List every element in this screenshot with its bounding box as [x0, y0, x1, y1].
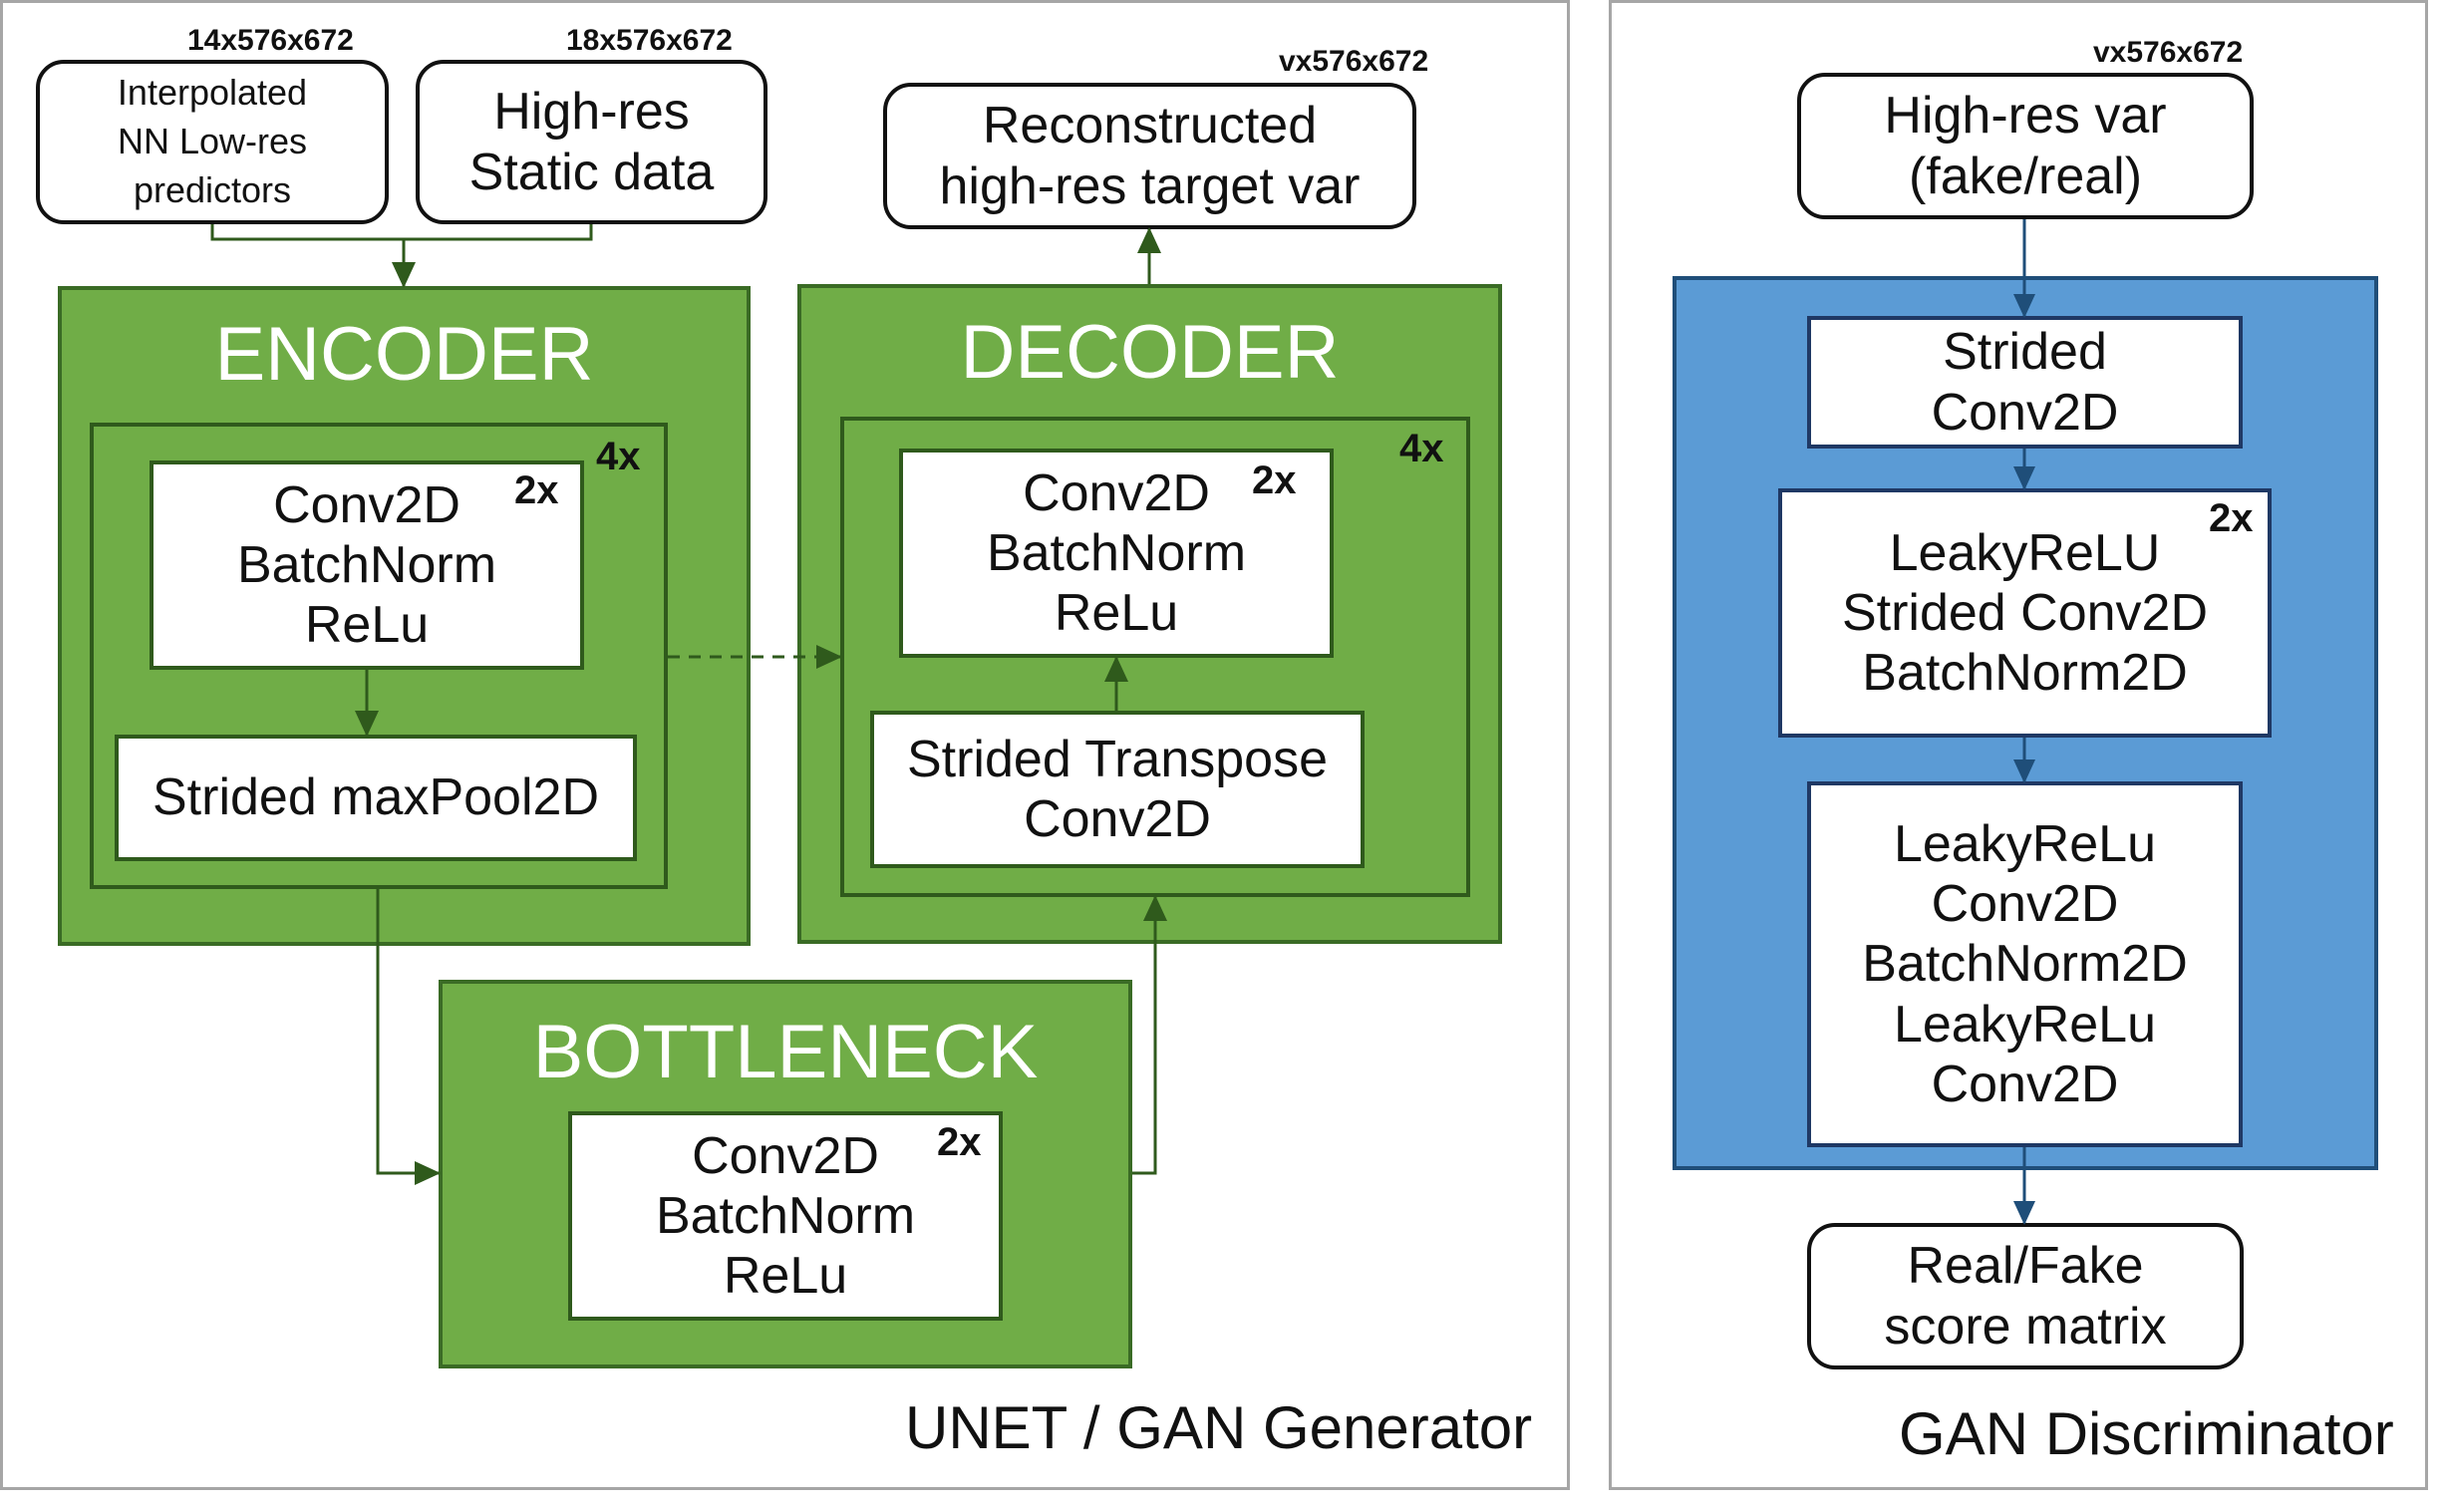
decoder-title: DECODER: [960, 310, 1340, 395]
decoder-upsample-line-1: Strided Transpose: [906, 730, 1329, 788]
discriminator-strided-line-1: Strided: [1943, 323, 2107, 382]
low-res-input-line-2: NN Low-res: [117, 121, 308, 162]
generator-output-line-1: Reconstructed: [982, 97, 1318, 155]
decoder-conv-line-3: ReLu: [1054, 584, 1179, 643]
discriminator-leaky-line-2: Strided Conv2D: [1841, 583, 2209, 642]
discriminator-final-line-2: Conv2D: [1931, 875, 2119, 934]
encoder-title: ENCODER: [214, 312, 594, 397]
encoder-conv-line-2: BatchNorm: [236, 535, 497, 594]
discriminator-input-box: High-res var (fake/real): [1797, 73, 2254, 219]
static-input-dims: 18x576x672: [566, 24, 733, 57]
generator-output-dims: vx576x672: [1279, 45, 1429, 78]
discriminator-final-line-4: LeakyReLu: [1893, 995, 2157, 1054]
low-res-input-dims: 14x576x672: [187, 24, 354, 57]
encoder-conv-repeat-count: 2x: [514, 468, 559, 512]
discriminator-input-dims: vx576x672: [2093, 36, 2244, 69]
encoder-conv-line-3: ReLu: [304, 596, 430, 655]
bottleneck-conv-block: Conv2D BatchNorm ReLu: [568, 1111, 1003, 1321]
encoder-repeat-count: 4x: [596, 435, 641, 478]
low-res-input-line-1: Interpolated: [117, 72, 308, 114]
discriminator-leaky-repeat-count: 2x: [2209, 496, 2254, 540]
generator-caption: UNET / GAN Generator: [905, 1394, 1533, 1461]
decoder-upsample-line-2: Conv2D: [1024, 790, 1211, 848]
encoder-repeat-frame: [90, 423, 668, 889]
decoder-conv-line-1: Conv2D: [1023, 463, 1210, 522]
discriminator-input-line-2: (fake/real): [1908, 147, 2143, 205]
bottleneck-conv-repeat-count: 2x: [937, 1120, 982, 1164]
bottleneck-to-decoder-arrow: [1132, 895, 1167, 1175]
bottleneck-conv-line-1: Conv2D: [692, 1126, 879, 1185]
encoder-conv-block: Conv2D BatchNorm ReLu: [150, 460, 584, 670]
discriminator-strided-block: Strided Conv2D: [1807, 316, 2243, 449]
discriminator-strided-line-2: Conv2D: [1931, 383, 2119, 442]
discriminator-output-line-2: score matrix: [1884, 1297, 2167, 1356]
discriminator-output-box: Real/Fake score matrix: [1807, 1223, 2244, 1369]
decoder-conv-repeat-count: 2x: [1252, 458, 1297, 502]
decoder-conv-block: Conv2D BatchNorm ReLu: [899, 449, 1334, 658]
decoder-conv-line-2: BatchNorm: [986, 523, 1247, 582]
discriminator-final-block: LeakyReLu Conv2D BatchNorm2D LeakyReLu C…: [1807, 781, 2243, 1147]
low-res-input-box: Interpolated NN Low-res predictors: [36, 60, 389, 224]
low-res-to-encoder-line: [210, 224, 404, 241]
discriminator-input-line-1: High-res var: [1884, 87, 2167, 146]
discriminator-final-line-1: LeakyReLu: [1893, 814, 2157, 873]
decoder-upsample-block: Strided Transpose Conv2D: [870, 711, 1365, 868]
static-input-line-2: Static data: [468, 143, 715, 201]
encoder-pool-line-1: Strided maxPool2D: [153, 768, 599, 827]
discriminator-leaky-block: LeakyReLU Strided Conv2D BatchNorm2D: [1778, 488, 2272, 738]
generator-output-box: Reconstructed high-res target var: [883, 83, 1416, 229]
discriminator-leaky-line-1: LeakyReLU: [1889, 523, 2161, 582]
static-input-line-1: High-res: [493, 83, 690, 142]
decoder-repeat-count: 4x: [1399, 427, 1444, 470]
encoder-to-bottleneck-arrow: [376, 889, 441, 1185]
static-input-box: High-res Static data: [416, 60, 767, 224]
discriminator-final-line-5: Conv2D: [1931, 1055, 2119, 1113]
discriminator-leaky-line-3: BatchNorm2D: [1862, 644, 2188, 703]
bottleneck-conv-line-2: BatchNorm: [655, 1186, 916, 1245]
discriminator-final-line-3: BatchNorm2D: [1862, 935, 2188, 994]
discriminator-caption: GAN Discriminator: [1899, 1400, 2394, 1467]
generator-output-line-2: high-res target var: [939, 156, 1361, 215]
encoder-pool-block: Strided maxPool2D: [115, 735, 637, 861]
bottleneck-title: BOTTLENECK: [532, 1010, 1039, 1094]
encoder-conv-line-1: Conv2D: [273, 475, 460, 534]
low-res-input-line-3: predictors: [133, 168, 292, 210]
discriminator-output-line-1: Real/Fake: [1907, 1237, 2144, 1296]
bottleneck-conv-line-3: ReLu: [723, 1247, 848, 1306]
static-to-encoder-line: [404, 224, 593, 241]
